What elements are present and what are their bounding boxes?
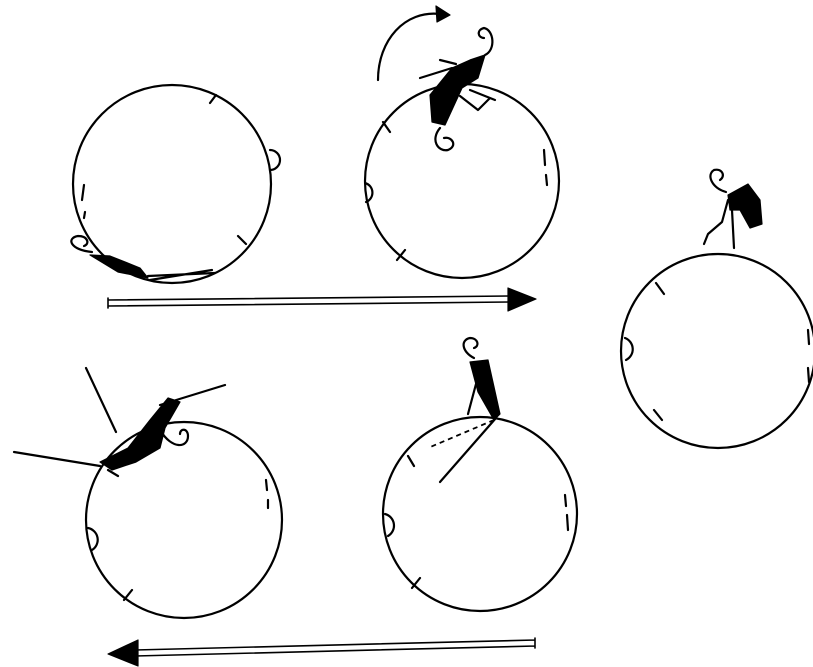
figure-2-tail — [479, 28, 493, 55]
wheel-circle-1 — [73, 85, 271, 283]
panel-1-wheel-lying — [71, 85, 280, 283]
figure-3-head — [710, 170, 726, 192]
wheel-circle-3 — [621, 254, 813, 448]
figure-5-dashed-path — [428, 420, 494, 448]
wheel-2-marks — [383, 122, 547, 260]
panel-5-wheel-tipping — [383, 338, 577, 611]
figure-4-body — [100, 398, 180, 470]
arrow-top-right — [108, 288, 536, 311]
wheel-1-marks — [82, 95, 246, 244]
wheel-3-marks — [654, 283, 809, 420]
panel-3-wheel-sitting — [621, 170, 813, 448]
wheel-circle-5 — [383, 417, 577, 611]
figure-5-head — [464, 338, 478, 358]
figure-2-body — [430, 55, 485, 125]
rotation-arrow — [378, 14, 440, 80]
figure-1-body — [90, 255, 148, 278]
wheel-circle-4 — [86, 422, 282, 618]
figure-2-head — [435, 128, 453, 150]
panel-4-wheel-sprawled — [14, 368, 282, 618]
wheel-4-marks — [124, 480, 268, 600]
wheel-3-notch — [625, 338, 633, 360]
panel-2-wheel-rolling — [365, 6, 559, 278]
wheel-circle-2 — [365, 84, 559, 278]
wheel-5-notch — [385, 514, 394, 536]
arrow-bottom-left — [108, 638, 535, 666]
wheel-1-notch — [270, 150, 280, 170]
wheel-5-marks — [408, 456, 568, 588]
